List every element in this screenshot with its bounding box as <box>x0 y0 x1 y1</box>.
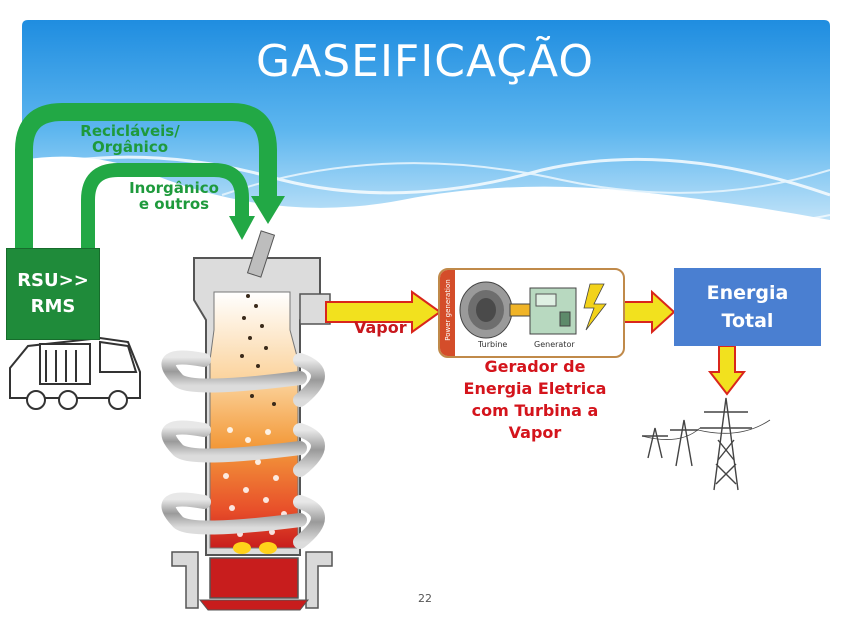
energy-box-line1: Energia <box>706 282 789 304</box>
generator-label: Generator <box>534 340 575 349</box>
energy-total-box: Energia Total <box>674 268 821 346</box>
generator-caption-line3: com Turbina a <box>471 401 599 420</box>
power-generation-side-bar: Power generation <box>440 270 455 356</box>
recyclable-label-line1: Recicláveis/ <box>80 122 180 140</box>
generator-caption-line4: Vapor <box>508 423 562 442</box>
generator-caption-line2: Energia Eletrica <box>463 379 607 398</box>
page-number: 22 <box>418 592 432 605</box>
source-box-line2: RMS <box>30 296 76 317</box>
inorganic-label: Inorgânico e outros <box>118 180 230 212</box>
source-box-rsu: RSU>> RMS <box>6 248 100 340</box>
vapor-label: Vapor <box>354 318 407 337</box>
inorganic-arrow <box>81 163 255 255</box>
recyclable-label-line2: Orgânico <box>91 138 169 156</box>
vapor-arrow <box>325 290 442 334</box>
gasifier-reactor <box>161 230 333 611</box>
recyclable-label: Recicláveis/ Orgânico <box>70 123 190 155</box>
recyclable-arrow <box>15 103 285 255</box>
source-box-line1: RSU>> <box>17 270 89 291</box>
turbine-label: Turbine <box>478 340 508 349</box>
turbine-generator-icon <box>459 281 607 339</box>
generator-caption: Gerador de Energia Eletrica com Turbina … <box>452 356 618 444</box>
power-tower-icon <box>641 397 771 491</box>
generator-caption-line1: Gerador de <box>484 357 586 376</box>
slide-title: GASEIFICAÇÃO <box>256 36 594 87</box>
power-generation-panel: Power generation Turbine Generator <box>438 268 625 358</box>
energy-box-line2: Total <box>721 310 774 332</box>
inorganic-label-line1: Inorgânico <box>129 179 219 197</box>
inorganic-label-line2: e outros <box>138 195 210 213</box>
garbage-truck-icon <box>9 336 141 410</box>
energy-arrow <box>623 289 676 335</box>
grid-arrow <box>707 345 747 396</box>
